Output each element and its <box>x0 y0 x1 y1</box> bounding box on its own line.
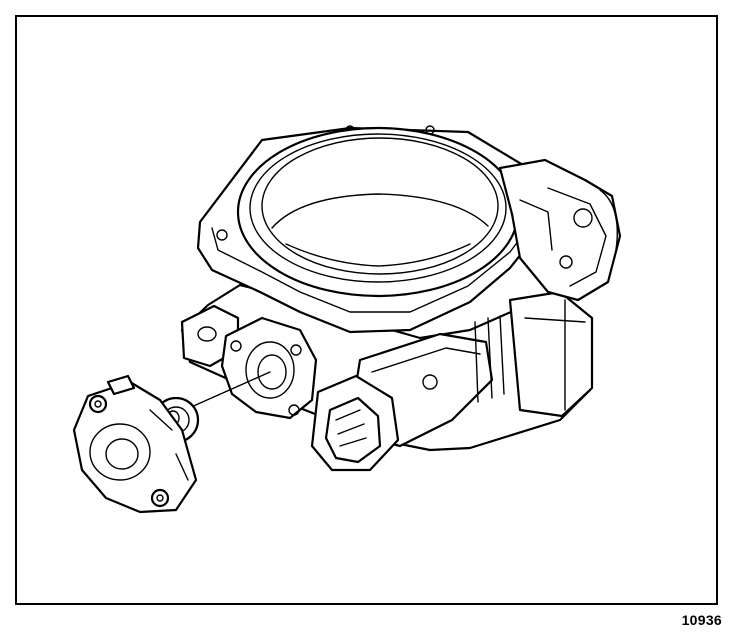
throttle-lever-linkage <box>498 158 622 302</box>
throttle-position-sensor <box>72 374 198 514</box>
sensor-mounting-pad <box>220 316 318 420</box>
electrical-connector <box>310 374 400 472</box>
throttle-shaft <box>179 371 271 413</box>
diagram-frame <box>15 15 718 605</box>
throttle-bore <box>236 126 520 298</box>
figure-id-label: 10936 <box>681 612 722 628</box>
